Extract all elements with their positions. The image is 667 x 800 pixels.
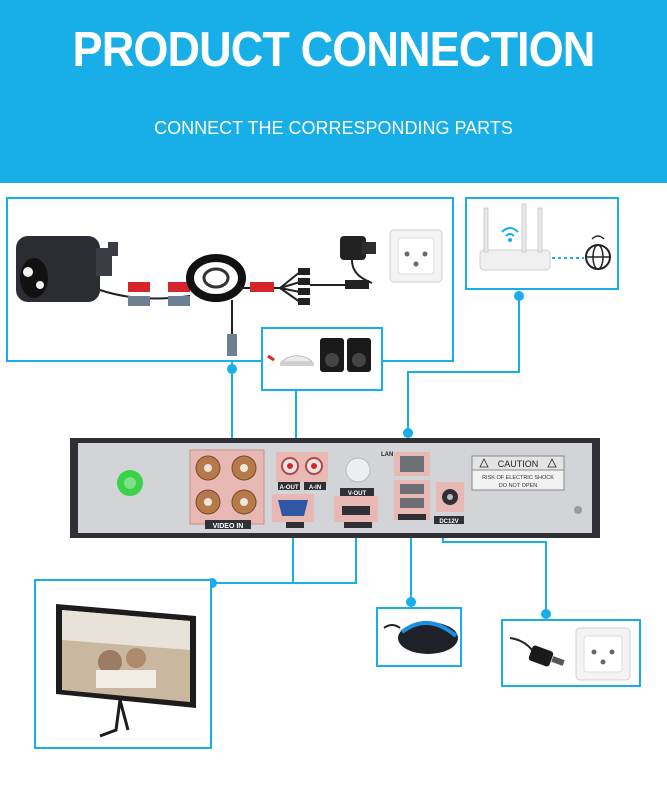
video-in-ports: VIDEO IN — [189, 449, 265, 530]
wall-socket-icon — [575, 627, 631, 681]
monitor-icon — [56, 604, 196, 738]
lan-port: LAN — [381, 452, 430, 476]
power-adapter-icon — [340, 236, 376, 284]
cable-reel-icon — [186, 254, 246, 302]
caution-line1: RISK OF ELECTRIC SHOCK — [482, 475, 554, 481]
router-icon — [479, 203, 551, 271]
camera-icon — [16, 236, 118, 302]
bnc-connector-icon — [128, 282, 190, 306]
a-out-label: A-OUT — [280, 485, 299, 491]
page-subtitle: CONNECT THE CORRESPONDING PARTS — [154, 118, 513, 138]
v-out-label: V-OUT — [348, 491, 367, 497]
caution-line2: DO NOT OPEN — [499, 483, 537, 489]
router-box — [465, 197, 619, 290]
audio-devices-box — [261, 327, 383, 391]
dvr-rear-panel: VIDEO IN A-OUT A-IN V-OUT — [70, 438, 600, 538]
power-label: DC12V — [439, 519, 458, 525]
camera-kit-box — [6, 197, 454, 362]
audio-ports: A-OUT A-IN — [276, 452, 328, 491]
a-in-label: A-IN — [309, 485, 321, 491]
caution-title: CAUTION — [498, 459, 539, 469]
caution-label: CAUTION RISK OF ELECTRIC SHOCK DO NOT OP… — [471, 455, 565, 491]
dc-power-port: DC12V — [434, 482, 464, 525]
router-link-line — [407, 296, 520, 430]
power-supply-box — [501, 619, 641, 687]
mouse-box — [376, 607, 462, 667]
globe-icon — [585, 235, 611, 270]
hdmi-link-line — [293, 520, 357, 584]
monitor-box — [34, 579, 212, 749]
bnc-plug-icon — [227, 334, 237, 356]
hdmi-port: V-OUT — [334, 488, 378, 528]
dc-connector-icon — [250, 282, 274, 292]
screw-icon — [574, 506, 582, 514]
speaker-icon — [320, 338, 371, 372]
header-banner: PRODUCT CONNECTION CONNECT THE CORRESPON… — [0, 0, 667, 183]
connection-diagram: VIDEO IN A-OUT A-IN V-OUT — [6, 197, 641, 749]
dc-plug-icon — [509, 637, 565, 667]
vga-port — [272, 494, 314, 528]
usb-ports — [394, 480, 430, 520]
wall-socket-icon — [389, 229, 443, 283]
power-splitter-icon — [279, 268, 369, 305]
reset-port-icon — [345, 457, 371, 483]
page-title: PRODUCT CONNECTION — [72, 23, 596, 77]
lan-label: LAN — [381, 452, 393, 458]
video-in-label: VIDEO IN — [213, 523, 244, 530]
microphone-icon — [267, 354, 314, 366]
mouse-icon — [383, 620, 458, 654]
